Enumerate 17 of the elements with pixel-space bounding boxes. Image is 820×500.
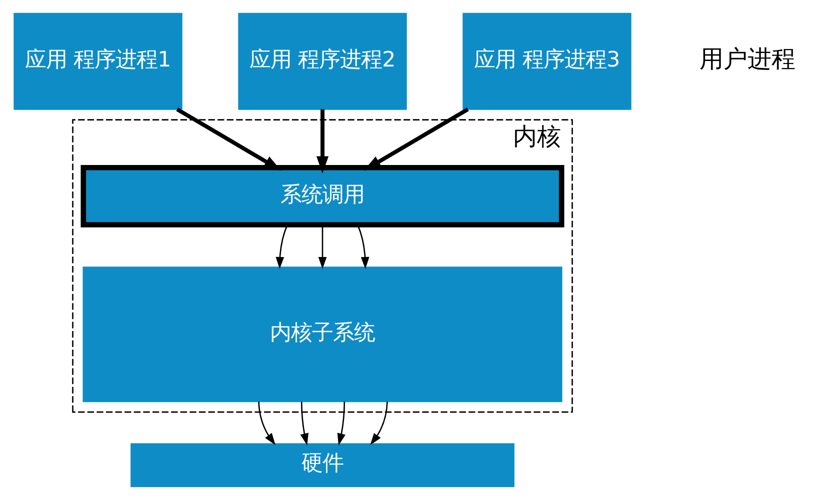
arrow <box>258 402 275 446</box>
arrow <box>356 224 369 269</box>
node-box: 应用 程序进程1 <box>13 12 182 110</box>
arrow <box>316 109 328 174</box>
node-box: 系统调用 <box>80 164 564 228</box>
node-box: 硬件 <box>130 443 514 488</box>
label: 用户进程 <box>699 45 796 74</box>
arrow <box>275 224 288 269</box>
arrow <box>318 224 326 269</box>
node-box: 应用 程序进程2 <box>238 12 406 110</box>
node-box: 应用 程序进程3 <box>462 12 631 110</box>
arrow <box>363 108 468 171</box>
node-box: 内核子系统 <box>82 266 562 402</box>
arrow <box>336 402 345 446</box>
arrow <box>300 402 308 446</box>
arrow <box>370 402 388 446</box>
arrow <box>176 108 281 171</box>
